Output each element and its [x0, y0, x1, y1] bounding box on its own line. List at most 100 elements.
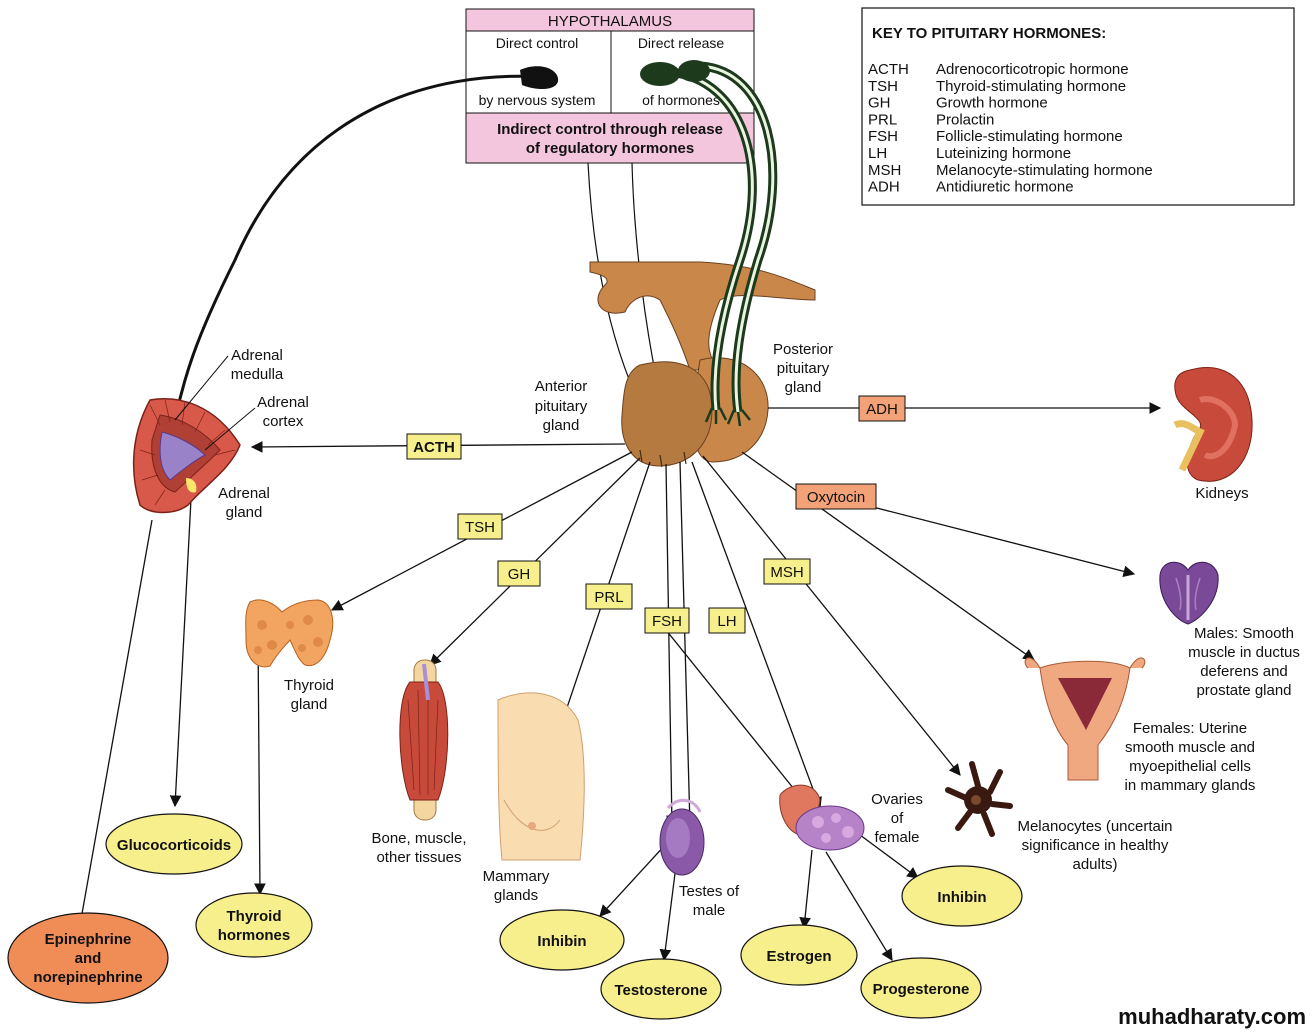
svg-text:Testes of: Testes of	[679, 883, 740, 900]
thyroid-label: Thyroid gland	[284, 677, 334, 713]
indirect-control-line2: of regulatory hormones	[526, 140, 694, 157]
svg-text:ACTH: ACTH	[413, 439, 455, 456]
key-name: Adrenocorticotropic hormone	[936, 61, 1129, 78]
svg-text:gland: gland	[226, 504, 263, 521]
svg-text:significance in healthy: significance in healthy	[1022, 837, 1169, 854]
product-inhibin-male: Inhibin	[499, 909, 625, 971]
product-progesterone: Progesterone	[860, 957, 982, 1019]
direct-release-label: Direct release	[638, 35, 725, 51]
svg-text:norepinephrine: norepinephrine	[33, 969, 142, 986]
svg-text:Adrenal: Adrenal	[257, 394, 309, 411]
key-abbr: GH	[868, 95, 891, 112]
product-epinephrine: Epinephrine and norepinephrine	[7, 912, 169, 1004]
key-abbr: MSH	[868, 162, 901, 179]
svg-text:Estrogen: Estrogen	[766, 948, 831, 965]
svg-text:Females: Uterine: Females: Uterine	[1133, 720, 1247, 737]
svg-text:of: of	[891, 810, 904, 827]
svg-text:Ovaries: Ovaries	[871, 791, 923, 808]
svg-text:LH: LH	[717, 613, 736, 630]
key-abbr: FSH	[868, 128, 898, 145]
svg-text:gland: gland	[291, 696, 328, 713]
females-label: Females: Uterine smooth muscle and myoep…	[1125, 720, 1256, 794]
tag-tsh: TSH	[457, 513, 503, 540]
key-name: Follicle-stimulating hormone	[936, 128, 1123, 145]
svg-text:other tissues: other tissues	[376, 849, 461, 866]
thyroid-illustration	[245, 599, 334, 668]
tag-oxytocin: Oxytocin	[795, 483, 877, 510]
svg-text:gland: gland	[543, 417, 580, 434]
ovaries-illustration	[779, 784, 865, 851]
svg-text:Glucocorticoids: Glucocorticoids	[117, 837, 231, 854]
pituitary-gland	[589, 261, 816, 468]
males-label: Males: Smooth muscle in ductus deferens …	[1188, 625, 1300, 699]
key-title: KEY TO PITUITARY HORMONES:	[872, 25, 1106, 42]
svg-text:MSH: MSH	[770, 564, 803, 581]
svg-text:Inhibin: Inhibin	[537, 933, 586, 950]
indirect-control-line1: Indirect control through release	[497, 121, 723, 138]
svg-text:Mammary: Mammary	[483, 868, 550, 885]
testes-illustration	[659, 798, 705, 876]
svg-text:cortex: cortex	[263, 413, 304, 430]
key-row: ACTH Adrenocorticotropic hormone	[868, 61, 1129, 78]
key-name: Luteinizing hormone	[936, 145, 1071, 162]
adrenal-medulla-label: Adrenal medulla	[231, 347, 284, 383]
tag-acth: ACTH	[406, 433, 462, 460]
svg-text:Testosterone: Testosterone	[614, 982, 707, 999]
melanocyte-illustration	[945, 761, 1013, 837]
hormone-arrows	[76, 402, 1162, 962]
prostate-illustration	[1159, 561, 1219, 625]
svg-text:PRL: PRL	[594, 589, 623, 606]
svg-text:myoepithelial cells: myoepithelial cells	[1129, 758, 1251, 775]
melanocytes-label: Melanocytes (uncertain significance in h…	[1017, 818, 1172, 873]
key-row: GH Growth hormone	[868, 95, 1048, 112]
svg-text:and: and	[75, 950, 102, 967]
adrenal-gland-label: Adrenal gland	[218, 485, 270, 521]
tag-lh: LH	[708, 607, 746, 634]
svg-text:ADH: ADH	[866, 401, 898, 418]
svg-text:Thyroid: Thyroid	[284, 677, 334, 694]
svg-text:deferens and: deferens and	[1200, 663, 1288, 680]
key-row: ADH Antidiuretic hormone	[868, 179, 1074, 196]
svg-text:TSH: TSH	[465, 519, 495, 536]
svg-text:Posterior: Posterior	[773, 341, 833, 358]
product-thyroid-hormones: Thyroid hormones	[195, 892, 313, 958]
svg-text:pituitary: pituitary	[535, 398, 588, 415]
svg-text:muscle in ductus: muscle in ductus	[1188, 644, 1300, 661]
svg-text:Adrenal: Adrenal	[218, 485, 270, 502]
svg-text:Oxytocin: Oxytocin	[807, 489, 865, 506]
adrenal-gland-illustration	[132, 398, 241, 514]
tag-fsh: FSH	[644, 607, 690, 634]
svg-text:Melanocytes (uncertain: Melanocytes (uncertain	[1017, 818, 1172, 835]
svg-text:Adrenal: Adrenal	[231, 347, 283, 364]
key-name: Melanocyte-stimulating hormone	[936, 162, 1153, 179]
bone-muscle-label: Bone, muscle, other tissues	[371, 830, 466, 866]
svg-text:Thyroid: Thyroid	[227, 908, 282, 925]
svg-text:smooth muscle and: smooth muscle and	[1125, 739, 1255, 756]
key-name: Thyroid-stimulating hormone	[936, 78, 1126, 95]
svg-text:glands: glands	[494, 887, 538, 904]
svg-text:prostate gland: prostate gland	[1196, 682, 1291, 699]
key-name: Growth hormone	[936, 95, 1048, 112]
svg-text:Inhibin: Inhibin	[937, 889, 986, 906]
key-abbr: LH	[868, 145, 887, 162]
mammary-label: Mammary glands	[483, 868, 550, 904]
product-testosterone: Testosterone	[600, 958, 722, 1020]
hormone-key: KEY TO PITUITARY HORMONES: ACTH Adrenocor…	[861, 7, 1295, 206]
svg-text:in mammary glands: in mammary glands	[1125, 777, 1256, 794]
hypothalamus-title: HYPOTHALAMUS	[548, 13, 672, 30]
nervous-system-label: by nervous system	[479, 92, 596, 108]
svg-text:male: male	[693, 902, 726, 919]
key-row: LH Luteinizing hormone	[868, 145, 1071, 162]
key-abbr: ACTH	[868, 61, 909, 78]
anterior-pituitary-label: Anterior pituitary gland	[535, 378, 588, 434]
key-abbr: ADH	[868, 179, 900, 196]
svg-text:pituitary: pituitary	[777, 360, 830, 377]
posterior-pituitary-label: Posterior pituitary gland	[773, 341, 833, 396]
testes-label: Testes of male	[679, 883, 740, 919]
key-name: Antidiuretic hormone	[936, 179, 1074, 196]
product-glucocorticoids: Glucocorticoids	[105, 813, 243, 875]
svg-text:Anterior: Anterior	[535, 378, 588, 395]
watermark: muhadharaty.com	[1118, 1004, 1306, 1029]
